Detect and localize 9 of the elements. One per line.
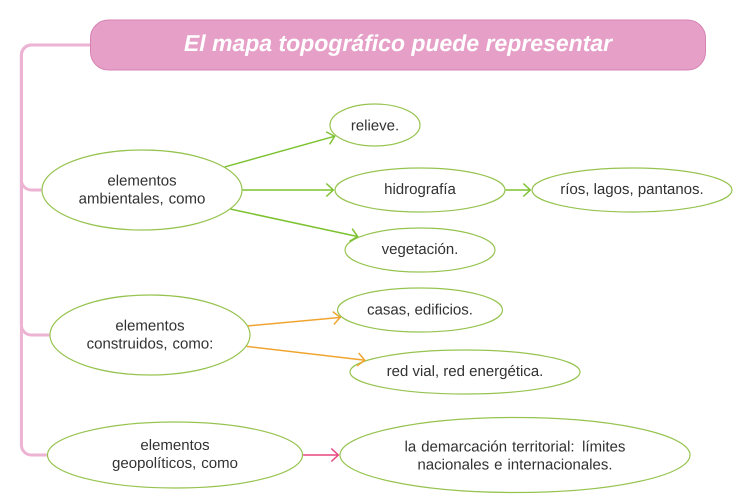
arrow (303, 448, 340, 462)
arrow (230, 208, 359, 242)
arrow (248, 310, 342, 327)
arrow (506, 182, 532, 198)
arrow (242, 182, 334, 198)
arrow (246, 346, 366, 366)
arrow (224, 131, 336, 168)
title-banner: El mapa topográfico puede representar (90, 20, 706, 70)
bracket-line (20, 44, 90, 456)
